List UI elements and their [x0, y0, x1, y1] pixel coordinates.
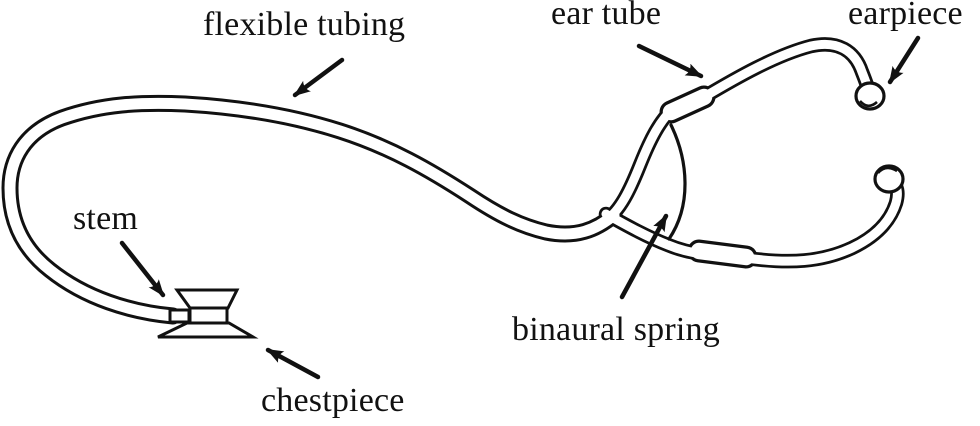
chestpiece-diaphragm	[157, 321, 259, 339]
earpiece-lower	[873, 164, 905, 194]
flexible-tubing-arrow	[292, 57, 345, 98]
annotation-arrows	[119, 35, 921, 380]
chestpiece-label: chestpiece	[261, 382, 405, 419]
chestpiece-top-bell	[174, 288, 240, 310]
stem-label: stem	[73, 200, 139, 237]
ear-tube-label: ear tube	[551, 0, 662, 32]
binaural-spring-arrow	[619, 213, 669, 300]
flexible-tubing-label: flexible tubing	[203, 6, 406, 43]
tubing-fill-pass	[4, 39, 902, 322]
chestpiece-arrow	[265, 347, 321, 380]
chestpiece-group	[157, 288, 259, 339]
earpiece-label: earpiece	[848, 0, 963, 32]
earpieces	[854, 81, 905, 194]
upper-sleeve-fill	[662, 88, 713, 121]
flexible-tubing-fill	[4, 97, 620, 322]
earpiece-lower-detail	[877, 166, 898, 174]
lower-sleeve-fill	[690, 242, 755, 266]
ear-tube-upper-outline	[598, 37, 877, 228]
stem-arrow	[119, 240, 166, 298]
stem-shape	[168, 308, 191, 324]
ear-tube-upper-fill	[601, 39, 874, 225]
ear-tube-arrow	[636, 43, 704, 79]
binaural-spring-label: binaural spring	[512, 311, 720, 348]
ear-tube-lower-fill	[601, 176, 902, 266]
binaural-spring-curve	[667, 123, 687, 241]
chestpiece-body	[188, 306, 229, 325]
earpiece-upper-detail	[859, 100, 878, 108]
earpiece-arrow	[887, 35, 921, 85]
